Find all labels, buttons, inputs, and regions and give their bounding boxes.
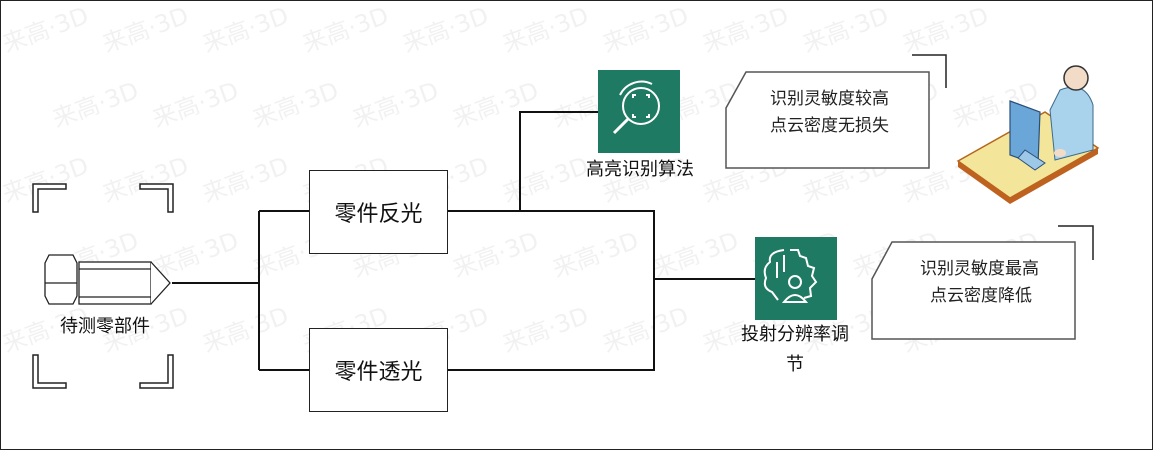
callout-top-text: 识别灵敏度较高 点云密度无损失 <box>770 86 889 140</box>
callout-bottom-shape <box>871 241 1076 340</box>
callout-bottom-line2: 点云密度降低 <box>930 286 1032 306</box>
reflective-part-box: 零件反光 <box>309 170 448 254</box>
callout-top-line2: 点云密度无损失 <box>770 116 889 136</box>
resolution-label: 投射分辨率调 节 <box>710 320 880 380</box>
callout-bottom-bracket <box>1058 225 1094 260</box>
focus-brackets <box>32 183 174 389</box>
reflective-part-label: 零件反光 <box>334 202 423 227</box>
connector-reflective-to-merge <box>447 210 655 371</box>
resolution-label-line2: 节 <box>786 354 804 375</box>
operator-computer-icon <box>956 65 1100 204</box>
part-label: 待测零部件 <box>60 316 150 337</box>
algorithm-label: 高亮识别算法 <box>586 159 694 180</box>
callout-bottom-text: 识别灵敏度最高 点云密度降低 <box>920 256 1039 310</box>
callout-top-shape <box>725 71 930 169</box>
transparent-part-box: 零件透光 <box>309 328 448 412</box>
bolt-icon <box>44 254 171 305</box>
connector-reflective-to-algorithm <box>447 111 598 212</box>
callout-bottom-line1: 识别灵敏度最高 <box>920 259 1039 279</box>
brain-gear-user-icon <box>763 249 818 303</box>
callout-top-line1: 识别灵敏度较高 <box>770 89 889 109</box>
magnifier-scan-icon <box>612 80 660 135</box>
resolution-label-line1: 投射分辨率调 <box>741 324 849 345</box>
transparent-part-label: 零件透光 <box>334 360 423 385</box>
algorithm-icon-box <box>598 70 680 153</box>
callout-top-bracket <box>912 54 947 88</box>
